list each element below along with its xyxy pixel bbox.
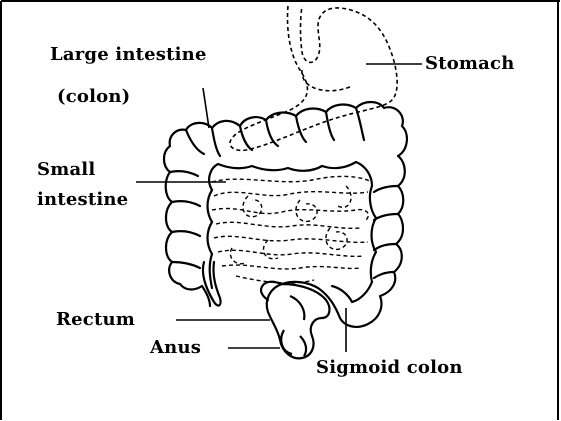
leader-large-intestine (203, 88, 209, 128)
label-stomach: Stomach (425, 53, 514, 75)
label-small-intestine: Small intestine (37, 155, 128, 215)
label-large-intestine: Large intestine (50, 44, 207, 66)
label-anus: Anus (150, 337, 201, 359)
label-small-intestine-line2: intestine (37, 185, 128, 215)
label-sigmoid-colon-text: Sigmoid colon (316, 357, 463, 379)
label-rectum-text: Rectum (56, 309, 135, 331)
label-colon-text: (colon) (57, 86, 130, 108)
large-intestine-outline (164, 102, 407, 327)
label-large-intestine-line1: Large intestine (50, 44, 207, 66)
label-sigmoid-colon: Sigmoid colon (316, 357, 463, 379)
stomach-outline (230, 6, 397, 150)
label-rectum: Rectum (56, 309, 135, 331)
label-colon: (colon) (57, 86, 130, 108)
label-anus-text: Anus (150, 337, 201, 359)
small-intestine-coils (212, 176, 372, 283)
label-small-intestine-line1: Small (37, 155, 128, 185)
label-stomach-text: Stomach (425, 53, 514, 75)
rectum-anus-outline (267, 284, 330, 358)
